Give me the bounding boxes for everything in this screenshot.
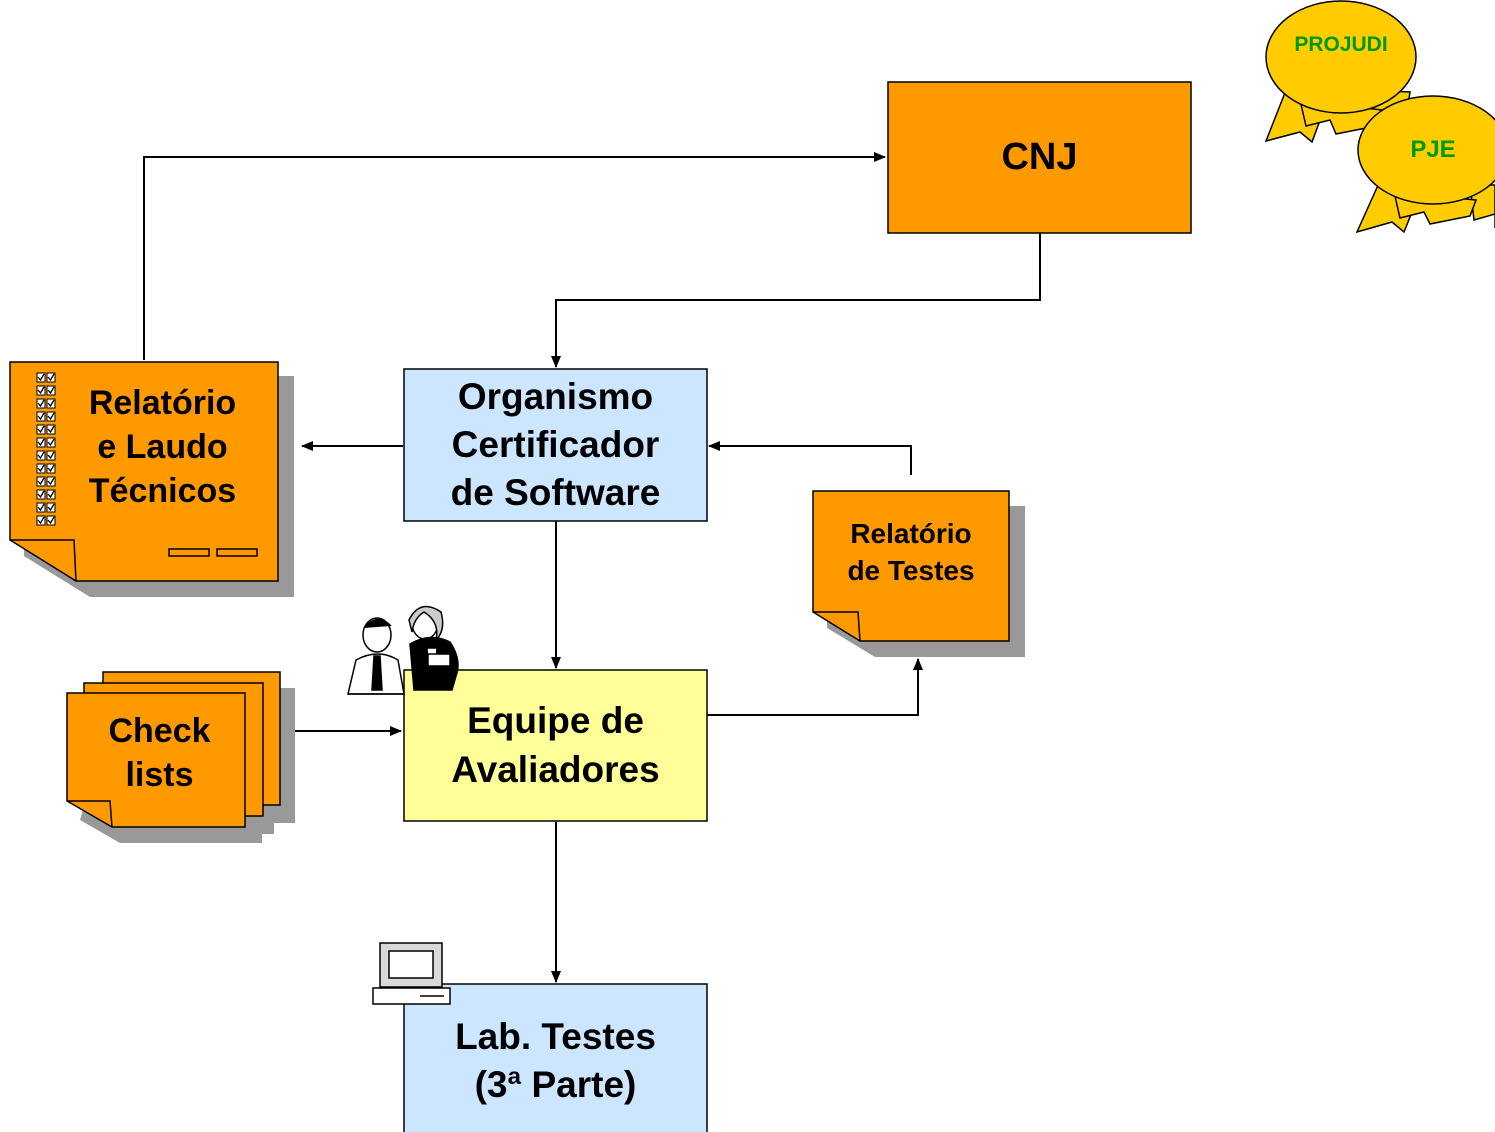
checkbox-mark bbox=[36, 463, 46, 474]
checkbox-tick bbox=[47, 425, 55, 434]
checkbox-tick bbox=[37, 412, 45, 421]
checkbox-tick bbox=[37, 451, 45, 460]
doc-fold bbox=[10, 539, 77, 582]
relatorio-laudo-label: Relatório e Laudo Técnicos bbox=[88, 383, 237, 511]
doc-fold bbox=[67, 800, 113, 828]
checkbox-tick bbox=[37, 386, 45, 395]
checkbox-mark bbox=[46, 437, 56, 448]
pje-badge bbox=[1355, 95, 1495, 234]
arrow-equipe-to-relatorio-testes bbox=[707, 658, 923, 716]
stack-front bbox=[66, 692, 246, 828]
lab-box bbox=[403, 983, 708, 1132]
checkbox-mark bbox=[36, 424, 46, 435]
arrow-cnj-to-organismo bbox=[551, 233, 1041, 368]
checkbox-tick bbox=[37, 464, 45, 473]
checkbox-tick bbox=[47, 464, 55, 473]
checkbox-mark bbox=[36, 450, 46, 461]
checkbox-tick bbox=[37, 503, 45, 512]
checkbox-mark bbox=[36, 398, 46, 409]
checkbox-mark bbox=[46, 385, 56, 396]
checkbox-mark bbox=[36, 372, 46, 383]
checkbox-tick bbox=[37, 438, 45, 447]
checkbox-mark bbox=[46, 515, 56, 526]
checkbox-mark bbox=[36, 411, 46, 422]
projudi-badge bbox=[1264, 0, 1417, 144]
relatorio-testes-label: Relatório de Testes bbox=[847, 517, 975, 586]
people-icon bbox=[347, 605, 459, 695]
checkbox-mark bbox=[36, 502, 46, 513]
doc-body bbox=[812, 490, 1010, 642]
checkbox-mark bbox=[46, 372, 56, 383]
doc-fold bbox=[813, 611, 861, 642]
equipe-label: Equipe de Avaliadores bbox=[451, 700, 660, 790]
checkbox-tick bbox=[37, 516, 45, 525]
checkbox-mark bbox=[46, 450, 56, 461]
checkbox-mark bbox=[46, 463, 56, 474]
checkbox-tick bbox=[37, 477, 45, 486]
checkbox-tick bbox=[47, 373, 55, 382]
checkbox-column-icon bbox=[36, 372, 56, 526]
relatorio-testes-doc bbox=[812, 490, 1025, 657]
cnj-box bbox=[887, 81, 1192, 234]
checkbox-mark bbox=[36, 515, 46, 526]
projudi-label: PROJUDI bbox=[1294, 33, 1388, 57]
arrow-relatorio-testes-to-organismo bbox=[708, 441, 912, 475]
arrow-relatorio-to-cnj bbox=[143, 152, 886, 360]
checkbox-tick bbox=[47, 503, 55, 512]
checkbox-mark bbox=[46, 489, 56, 500]
checkbox-tick bbox=[47, 412, 55, 421]
checkbox-tick bbox=[47, 477, 55, 486]
checkbox-mark bbox=[46, 398, 56, 409]
pje-label: PJE bbox=[1410, 136, 1456, 164]
checkbox-tick bbox=[37, 425, 45, 434]
equipe-box bbox=[403, 669, 708, 822]
checkbox-tick bbox=[37, 373, 45, 382]
checkbox-tick bbox=[47, 438, 55, 447]
checkbox-tick bbox=[47, 490, 55, 499]
checkbox-mark bbox=[36, 489, 46, 500]
checkbox-tick bbox=[47, 516, 55, 525]
doc-line-1 bbox=[168, 548, 210, 557]
checkbox-tick bbox=[47, 386, 55, 395]
checkbox-mark bbox=[36, 476, 46, 487]
checkbox-tick bbox=[47, 399, 55, 408]
checkbox-mark bbox=[36, 437, 46, 448]
checklists-label: Check lists bbox=[108, 711, 211, 794]
cnj-label: CNJ bbox=[1001, 136, 1078, 179]
lab-label: Lab. Testes (3ª Parte) bbox=[455, 1015, 656, 1105]
relatorio-laudo-doc bbox=[9, 361, 294, 597]
checkbox-tick bbox=[47, 451, 55, 460]
checkbox-mark bbox=[46, 411, 56, 422]
checkbox-mark bbox=[46, 476, 56, 487]
checkbox-mark bbox=[36, 385, 46, 396]
organismo-label: Organismo Certificador de Software bbox=[450, 375, 661, 514]
checkbox-mark bbox=[46, 424, 56, 435]
connectors bbox=[143, 152, 1041, 983]
doc-body bbox=[9, 361, 279, 582]
computer-icon bbox=[372, 942, 451, 1005]
checklists-doc-stack bbox=[66, 671, 295, 843]
organismo-box bbox=[403, 368, 708, 522]
doc-line-2 bbox=[216, 548, 258, 557]
checkbox-tick bbox=[37, 399, 45, 408]
checkbox-tick bbox=[37, 490, 45, 499]
checkbox-mark bbox=[46, 502, 56, 513]
